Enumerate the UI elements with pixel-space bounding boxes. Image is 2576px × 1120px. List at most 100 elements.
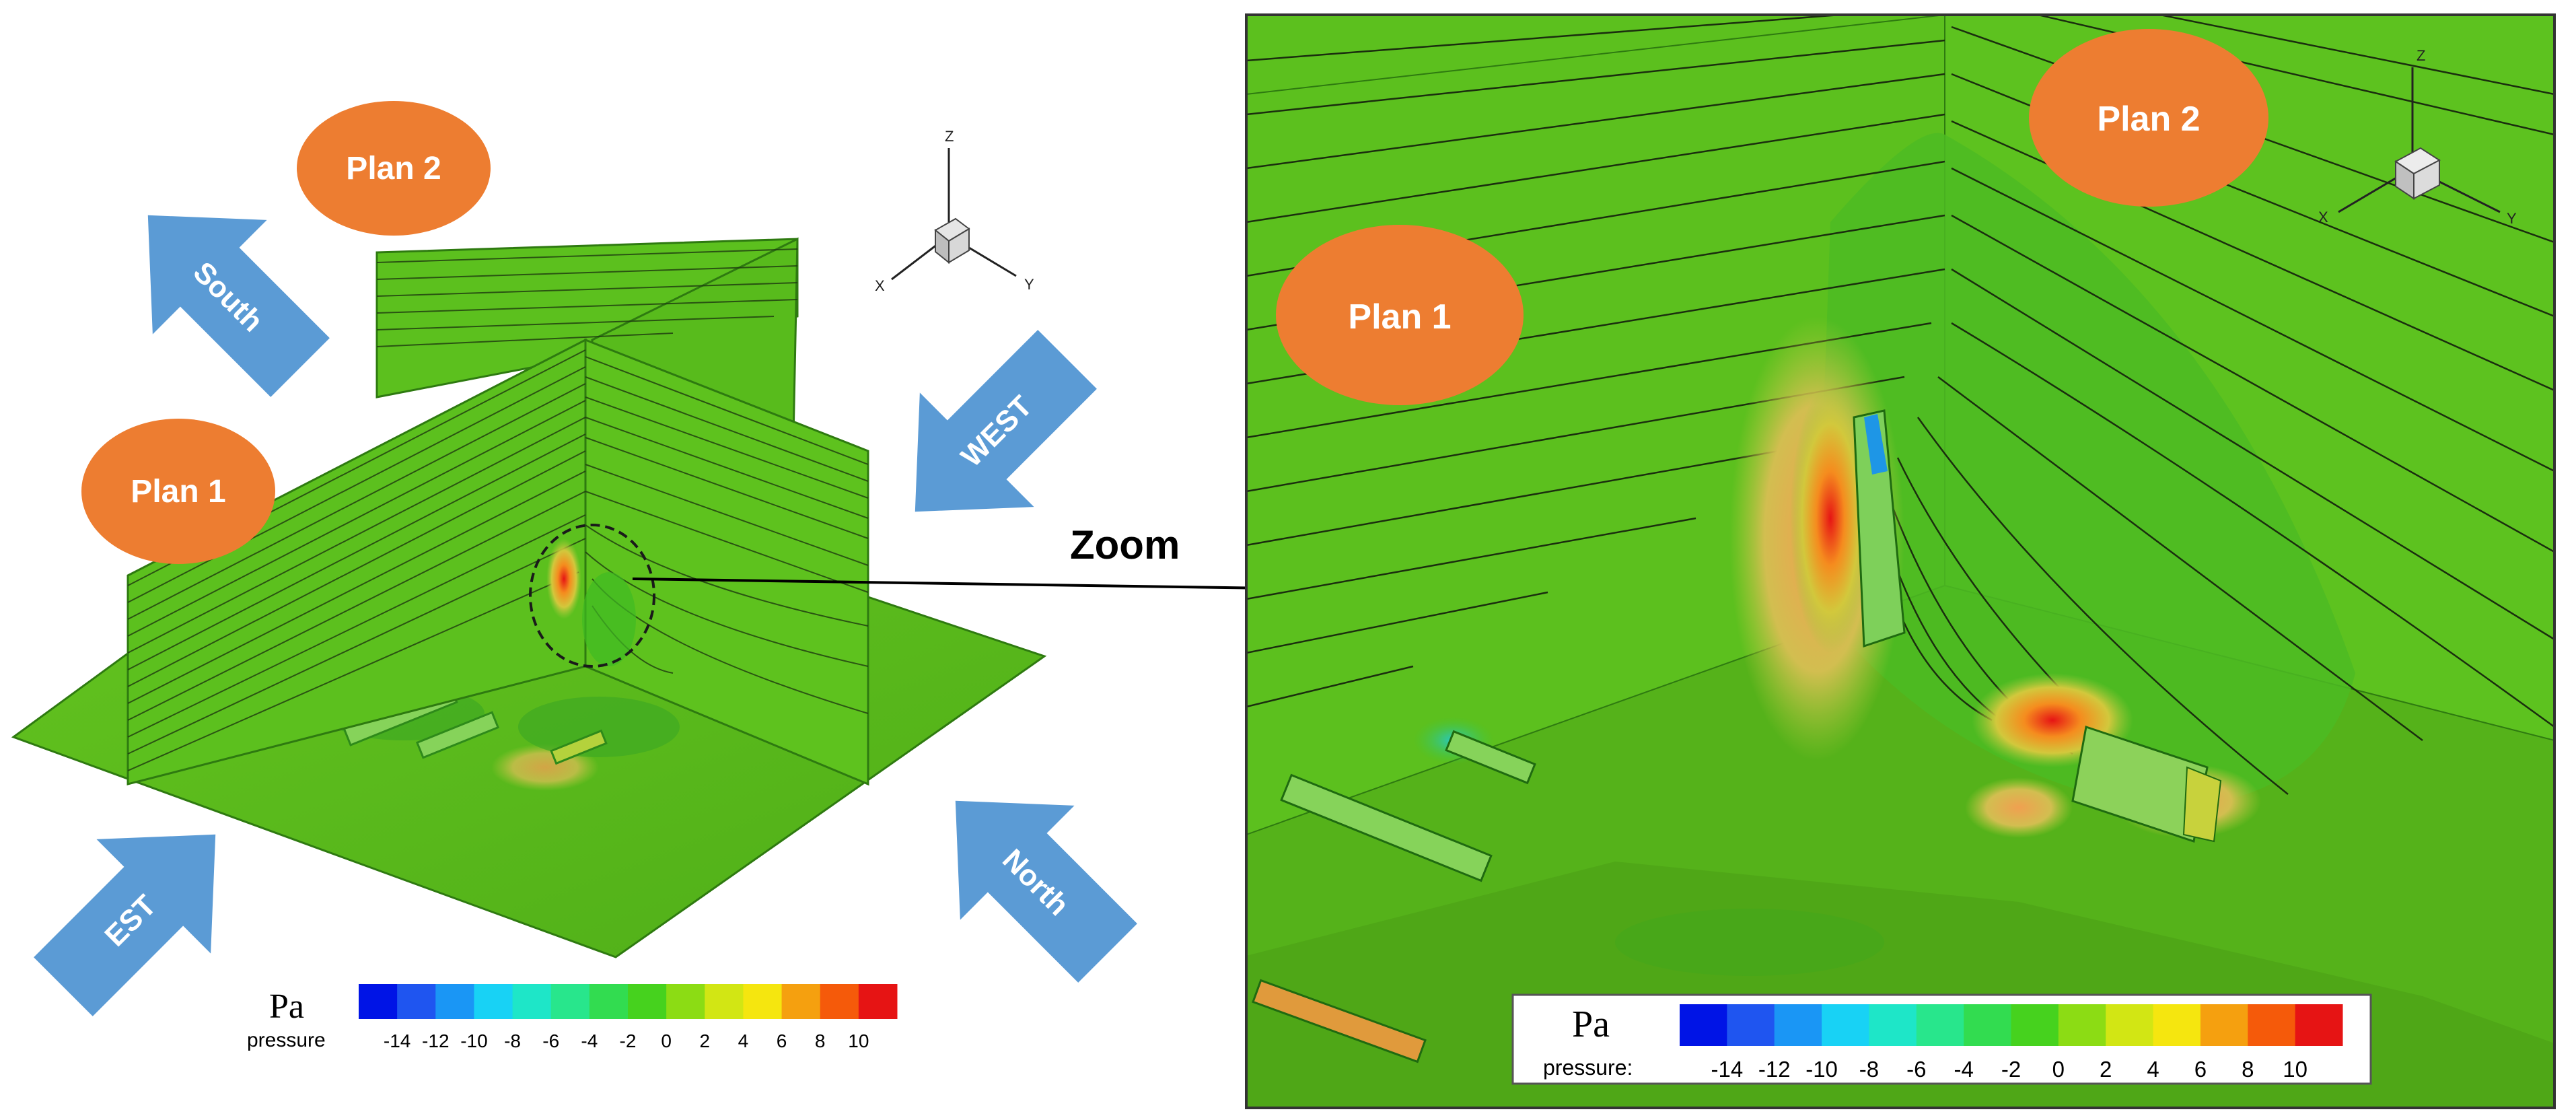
colorbar-swatch (2058, 1004, 2106, 1046)
colorbar-tick-label: -12 (1758, 1057, 1791, 1082)
colorbar-tick-label: 8 (815, 1030, 826, 1051)
colorbar-tick-label: 8 (2242, 1057, 2254, 1082)
pressure-legend-zoom: Pa pressure: -14 -12 -10 -8 -6 -4 -2 0 2 4 6 8 10 (1511, 993, 2372, 1085)
colorbar-tick-label: 10 (848, 1030, 869, 1051)
plan1-badge-zoom: Plan 1 (1276, 225, 1524, 405)
colorbar-swatch (820, 984, 859, 1019)
colorbar-swatch (2200, 1004, 2248, 1046)
colorbar-tick-label: 4 (738, 1030, 749, 1051)
colorbar-swatch (1869, 1004, 1917, 1046)
legend-zoom-variable: pressure: (1543, 1055, 1633, 1080)
plan1-streamlines (127, 248, 869, 771)
axis-z-zoom-label: Z (2417, 47, 2425, 64)
legend-unit: Pa (269, 987, 304, 1026)
zoom-streamlines-right (1876, 15, 2554, 808)
overview-3d-view (11, 237, 1047, 958)
colorbar-swatch (2011, 1004, 2059, 1046)
legend-zoom-ticks: -14 -12 -10 -8 -6 -4 -2 0 2 4 6 8 10 (1711, 1057, 2307, 1082)
pressure-legend-overview: Pa pressure -14 -12 -10 -8 -6 -4 -2 0 2 4 6 8 10 (247, 984, 898, 1051)
colorbar-swatch (2153, 1004, 2201, 1046)
colorbar-swatch (589, 984, 629, 1019)
west-arrow: WEST (915, 330, 1097, 512)
hot-spot-overview (546, 538, 581, 619)
axis-triad-overview: Z X Y (875, 128, 1034, 294)
plan2-vertical-plane (375, 238, 799, 398)
colorbar-tick-label: -4 (581, 1030, 598, 1051)
colorbar-swatch (858, 984, 898, 1019)
colorbar-swatch (666, 984, 705, 1019)
plan2-badge-zoom-label: Plan 2 (2097, 100, 2200, 139)
est-arrow: EST (34, 834, 216, 1016)
colorbar-swatch (628, 984, 667, 1019)
colorbar-tick-label: 10 (2283, 1057, 2307, 1082)
colorbar-swatch (2106, 1004, 2154, 1046)
colorbar-tick-label: -4 (1954, 1057, 1973, 1082)
obstacle-block (2071, 726, 2209, 843)
colorbar-swatch (1916, 1004, 1964, 1046)
colorbar-swatch (2295, 1004, 2343, 1046)
north-arrow: North (955, 800, 1137, 983)
legend-zoom-unit: Pa (1572, 1004, 1610, 1045)
colorbar-tick-label: 0 (661, 1030, 672, 1051)
plan1-badge-zoom-label: Plan 1 (1348, 298, 1451, 337)
legend-variable: pressure (247, 1029, 326, 1051)
legend-colorbar (359, 984, 898, 1019)
colorbar-tick-label: -8 (504, 1030, 521, 1051)
obstacle-column (1853, 409, 1906, 648)
zoom-frame (1245, 13, 2556, 1109)
plan1-right-wall (584, 338, 869, 786)
colorbar-tick-label: 4 (2147, 1057, 2159, 1082)
plan2-badge-zoom: Plan 2 (2029, 29, 2268, 207)
legend-ticks: -14 -12 -10 -8 -6 -4 -2 0 2 4 6 8 10 (384, 1030, 869, 1051)
axis-x-label: X (875, 277, 885, 294)
colorbar-swatch (435, 984, 474, 1019)
south-arrow: South (147, 215, 330, 397)
colorbar-swatch (512, 984, 552, 1019)
plan1-badge-overview: Plan 1 (81, 419, 275, 564)
colorbar-swatch (781, 984, 821, 1019)
colorbar-swatch (743, 984, 783, 1019)
plan1-badge-label: Plan 1 (131, 474, 225, 510)
colorbar-swatch (1727, 1004, 1775, 1046)
axis-z-label: Z (945, 128, 954, 145)
colorbar-tick-label: -14 (1711, 1057, 1744, 1082)
colorbar-swatch (474, 984, 513, 1019)
colorbar-tick-label: 2 (2100, 1057, 2112, 1082)
zoom-connector-line (632, 569, 1323, 608)
plan2-badge-label: Plan 2 (346, 151, 441, 186)
colorbar-tick-label: 2 (699, 1030, 710, 1051)
colorbar-tick-label: -12 (422, 1030, 449, 1051)
colorbar-tick-label: 0 (2052, 1057, 2065, 1082)
zoom-view (1246, 15, 2554, 1108)
colorbar-swatch (1822, 1004, 1869, 1046)
colorbar-tick-label: -6 (1906, 1057, 1926, 1082)
colorbar-swatch (1774, 1004, 1822, 1046)
colorbar-swatch (705, 984, 744, 1019)
colorbar-tick-label: -10 (460, 1030, 487, 1051)
colorbar-swatch (1680, 1004, 1727, 1046)
colorbar-tick-label: -10 (1805, 1057, 1838, 1082)
zoom-label: Zoom (1070, 522, 1180, 567)
colorbar-tick-label: 6 (777, 1030, 787, 1051)
axis-y-label: Y (1024, 276, 1034, 293)
zoom-region-circle (529, 524, 655, 668)
colorbar-swatch (2248, 1004, 2296, 1046)
axis-y-zoom-label: Y (2507, 210, 2517, 227)
colorbar-swatch (359, 984, 398, 1019)
hot-region-zoom (1790, 384, 1871, 653)
floor-obstacle (1280, 773, 1493, 882)
plan2-badge-overview: Plan 2 (297, 101, 491, 236)
colorbar-tick-label: -2 (620, 1030, 637, 1051)
colorbar-tick-label: -14 (384, 1030, 410, 1051)
axis-x-zoom-label: X (2318, 209, 2328, 225)
axis-triad-zoom: Z X Y (2318, 47, 2517, 227)
colorbar-tick-label: -6 (542, 1030, 559, 1051)
colorbar-swatch (1964, 1004, 2011, 1046)
colorbar-swatch (397, 984, 436, 1019)
colorbar-swatch (550, 984, 590, 1019)
colorbar-tick-label: -2 (2001, 1057, 2021, 1082)
legend-zoom-colorbar (1680, 1004, 2343, 1046)
colorbar-tick-label: -8 (1859, 1057, 1879, 1082)
colorbar-tick-label: 6 (2194, 1057, 2207, 1082)
